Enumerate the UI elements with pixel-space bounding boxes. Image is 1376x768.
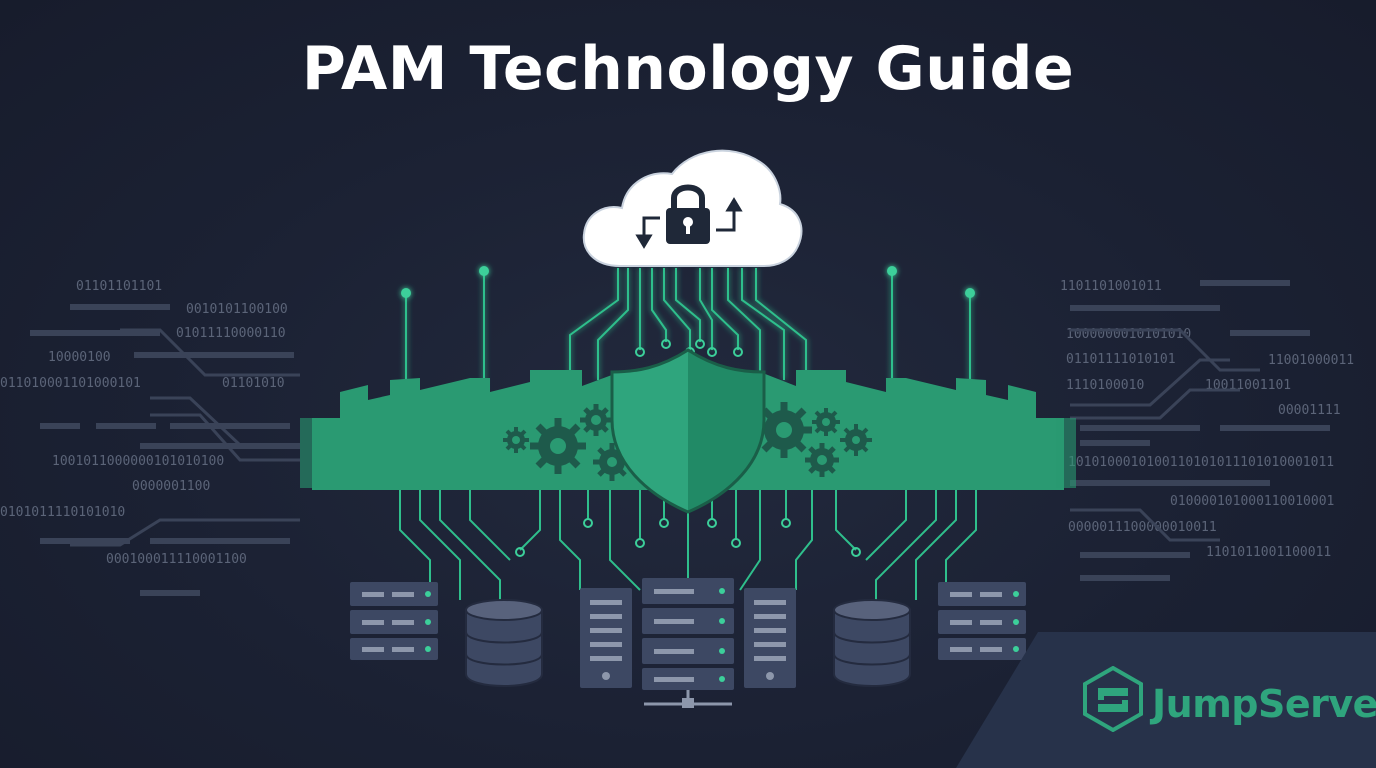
server-rack-icon (642, 578, 734, 708)
server-rack-icon (580, 588, 632, 688)
server-rack-icon (938, 582, 1026, 660)
server-rack-icon (744, 588, 796, 688)
server-rack-icon (350, 582, 438, 660)
shield-icon (610, 348, 766, 514)
binary-line: 0010101100100 (186, 302, 288, 317)
binary-line: 01011110000110 (176, 326, 286, 341)
binary-line: 000100011110001100 (106, 552, 247, 567)
binary-line: 11001000011 (1268, 353, 1354, 368)
database-icon (465, 599, 543, 687)
binary-line: 01101101101 (76, 279, 162, 294)
padlock-icon (666, 184, 710, 244)
binary-line: 0000011100000010011 (1068, 520, 1217, 535)
binary-line: 1101101001011 (1060, 279, 1162, 294)
sync-arrows-icon (635, 197, 743, 249)
binary-line: 011010001101000101 (0, 376, 141, 391)
binary-line: 1001011000000101010100 (52, 454, 224, 469)
circuit-nodes-top (401, 266, 975, 298)
binary-line: 01101010 (222, 376, 285, 391)
binary-line: 0000001100 (132, 479, 210, 494)
binary-line: 01101111010101 (1066, 352, 1176, 367)
circuit-traces-bottom (399, 490, 977, 600)
binary-line: 10000100 (48, 350, 111, 365)
binary-line: 1110100010 (1066, 378, 1144, 393)
gear-icon (503, 402, 872, 481)
binary-stream-left: 01101101101 0010101100100 01011110000110… (0, 279, 300, 596)
binary-line: 1010100010100110101011101010001011 (1068, 455, 1334, 470)
binary-stream-right: 1101101001011 1000000010101010 011011110… (1060, 279, 1354, 581)
binary-line: 0101011110101010 (0, 505, 125, 520)
brand-badge-background (956, 632, 1376, 768)
page-title: PAM Technology Guide (301, 34, 1075, 104)
binary-line: 1101011001100011 (1206, 545, 1331, 560)
binary-line: 00001111 (1278, 403, 1341, 418)
database-icon (833, 599, 911, 687)
binary-line: 010000101000110010001 (1170, 494, 1334, 509)
brand-name: JumpServer (1152, 682, 1376, 726)
brand-badge: JumpServer (956, 632, 1376, 768)
jumpserver-logo-icon (1083, 666, 1143, 732)
